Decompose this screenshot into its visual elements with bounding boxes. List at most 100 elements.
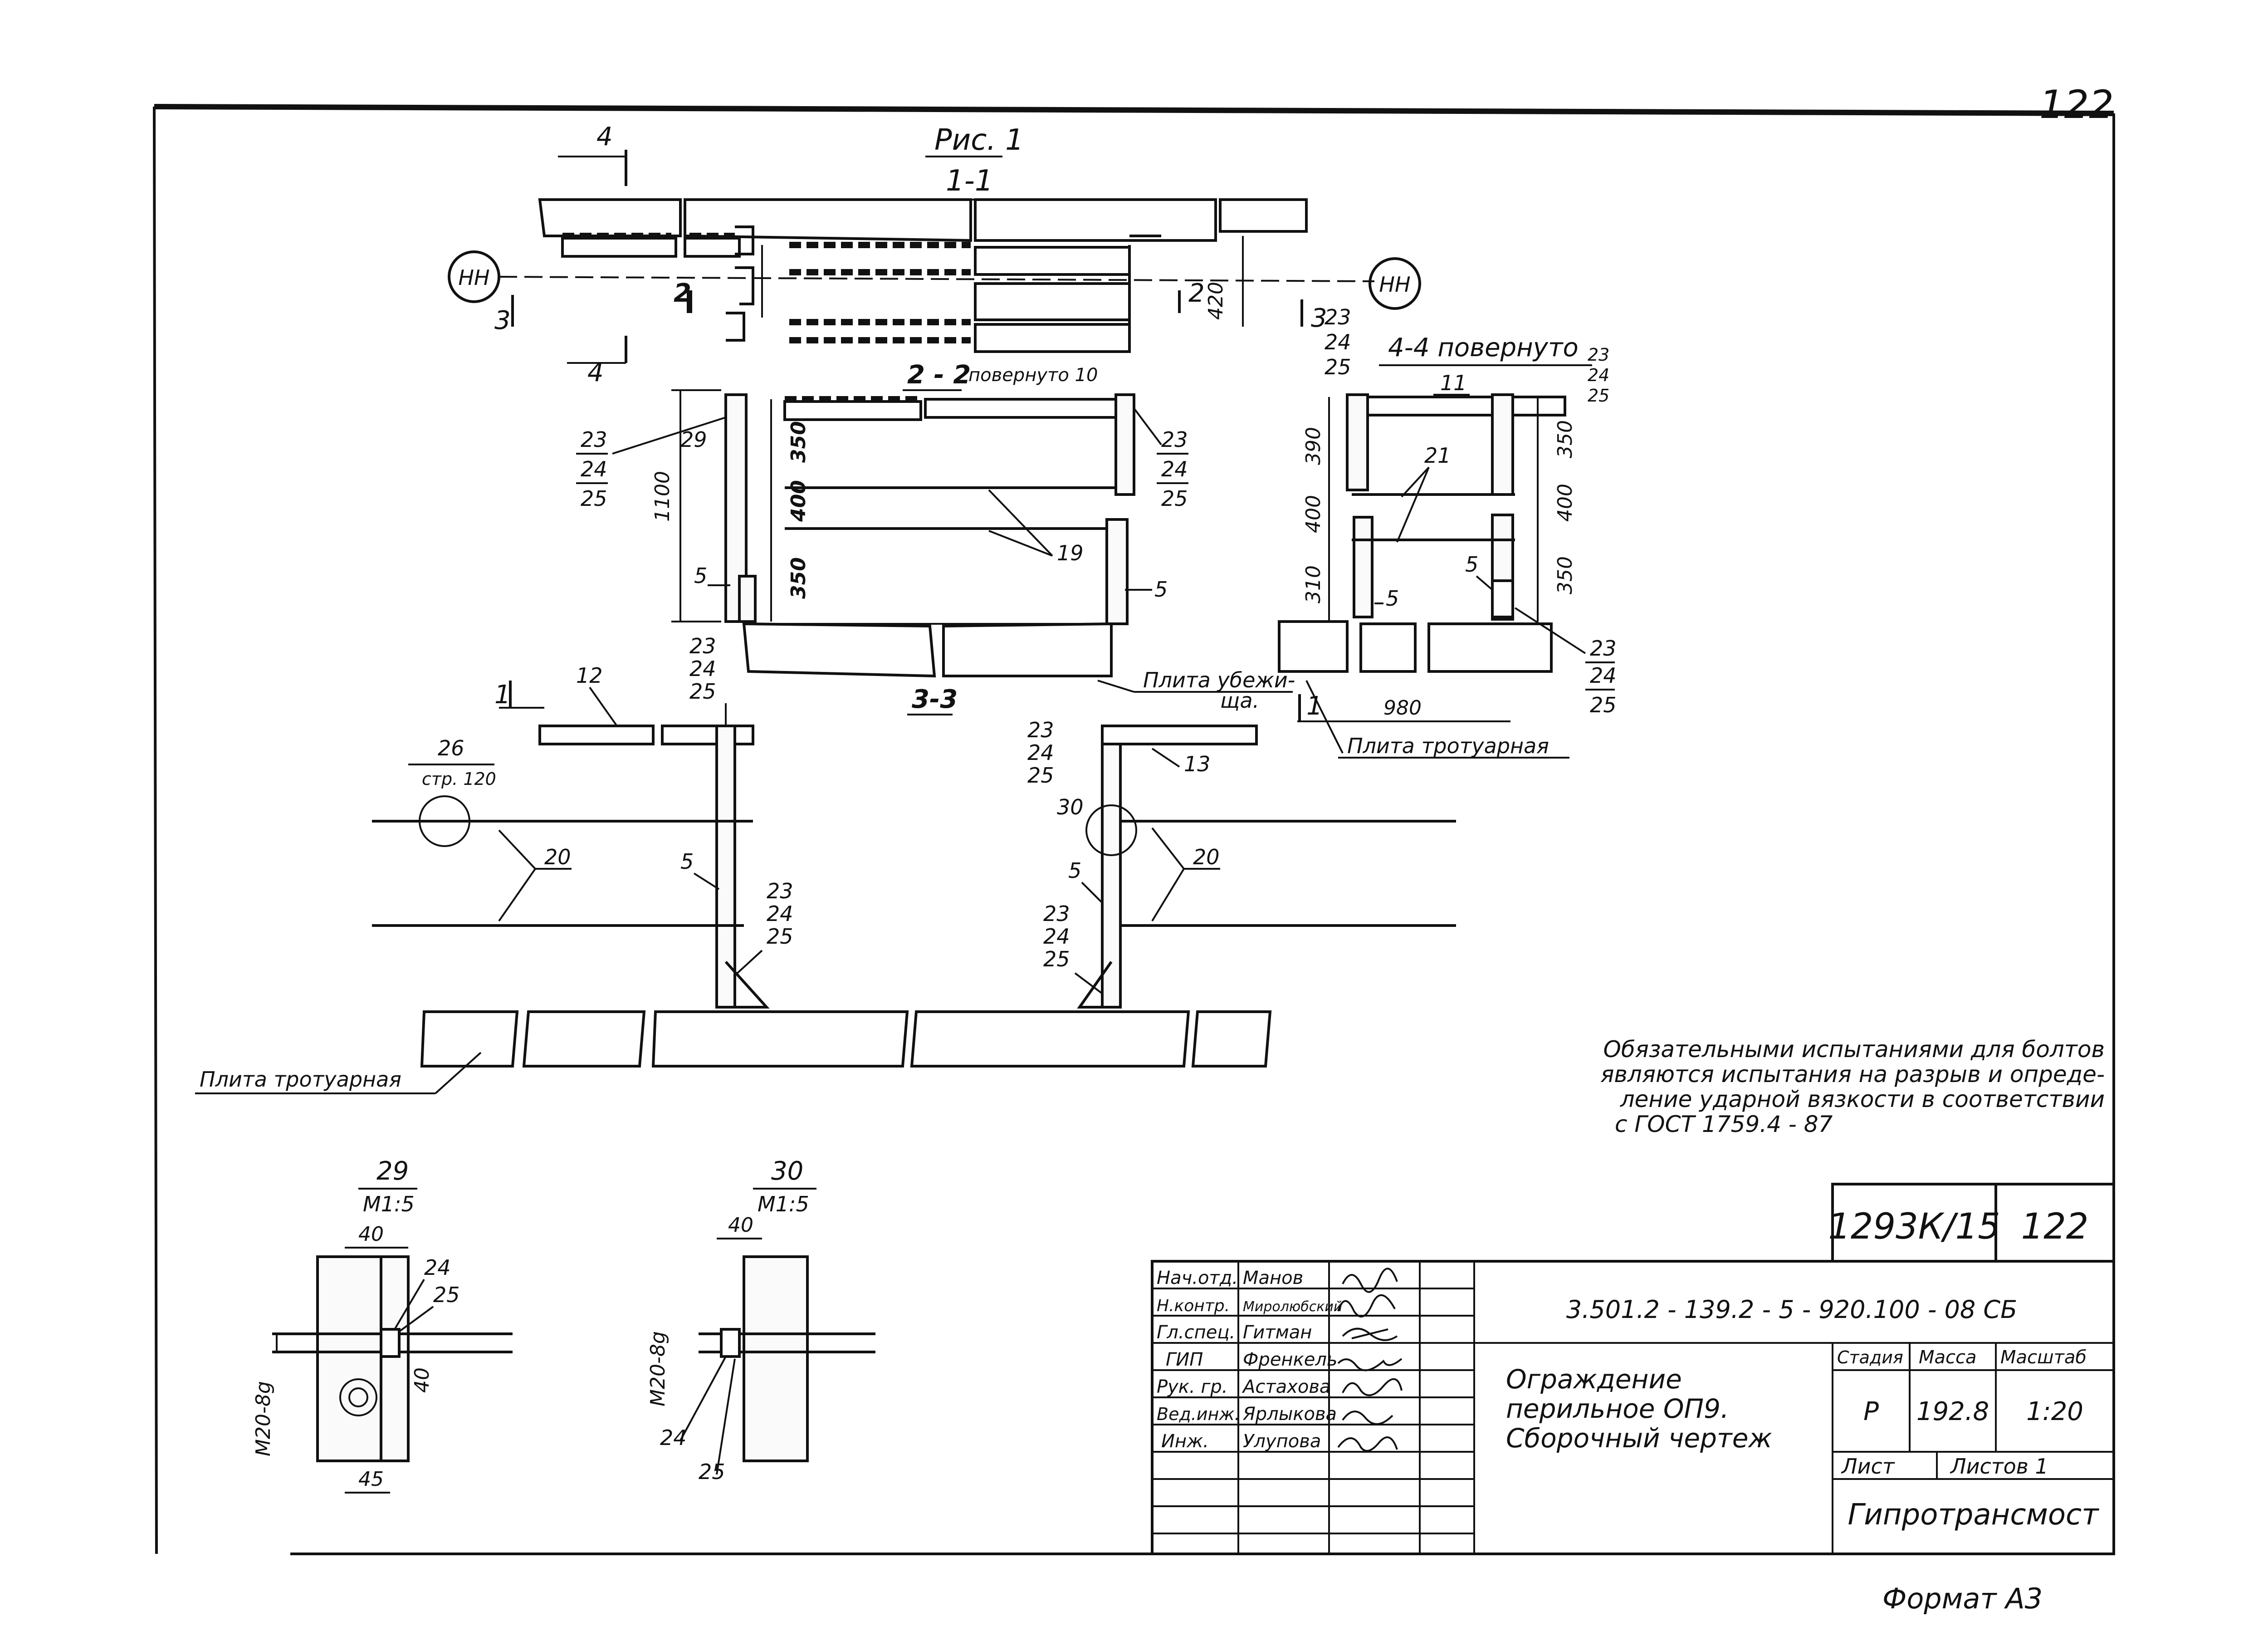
callout-5-b: 5 [1154, 577, 1168, 602]
callout-5-d: 5 [1465, 552, 1478, 577]
section-1-1: Рис. 1 1-1 4 НН НН [448, 122, 1421, 387]
note-line-4: с ГОСТ 1759.4 - 87 [1615, 1111, 1833, 1137]
callout-24-b: 24 [1161, 457, 1188, 481]
signer-role-2: Н.контр. [1157, 1297, 1230, 1315]
callout-24-i: 24 [1043, 924, 1070, 949]
dim-400-b: 400 [1302, 495, 1325, 533]
callout-24-g: 24 [767, 901, 793, 926]
section-3-3-title: 3-3 [912, 685, 958, 714]
mass-header: Масса [1919, 1347, 1977, 1368]
cut-mark-4-top: 4 [596, 122, 613, 152]
mass-value: 192.8 [1916, 1397, 1989, 1426]
callout-29: 29 [680, 427, 707, 452]
callout-23-h: 23 [1027, 718, 1054, 742]
dim-350-a: 350 [787, 421, 810, 463]
title-line-1: Ограждение [1506, 1364, 1682, 1395]
callout-20-a: 20 [544, 845, 571, 869]
callout-23-e: 23 [1590, 636, 1617, 661]
callout-23-a: 23 [581, 427, 607, 452]
callout-23-f: 23 [689, 634, 716, 658]
detail-30-scale: М1:5 [758, 1192, 809, 1216]
signature-scribbles [1337, 1268, 1403, 1452]
callout-12: 12 [576, 663, 603, 688]
callout-5-f: 5 [1068, 858, 1081, 883]
cut-mark-3-left: 3 [494, 306, 511, 335]
detail-29: 29 М1:5 40 24 25 40 45 М20-8g [252, 1156, 513, 1494]
note-line-2: являются испытания на разрыв и опреде- [1600, 1061, 2105, 1087]
signer-name-4: Френкель [1243, 1349, 1338, 1370]
callout-23-b: 23 [1161, 427, 1188, 452]
signer-name-5: Астахова [1242, 1376, 1330, 1397]
section-2-2: 2 - 2 повернуто 10 1100 29 23 24 25 5 35… [576, 360, 1295, 715]
callout-25-b: 25 [1161, 486, 1188, 511]
detail-29-dim-45: 45 [358, 1468, 384, 1491]
general-note: Обязательными испытаниями для болтов явл… [1600, 1036, 2105, 1137]
section-4-4-title: 4-4 повернуто [1388, 333, 1579, 362]
title-line-3: Сборочный чертеж [1506, 1423, 1772, 1454]
callout-24-d: 24 [1588, 365, 1609, 385]
section-2-2-title: 2 - 2 [907, 360, 971, 390]
format-label: Формат А3 [1882, 1582, 2043, 1615]
callout-20-b: 20 [1193, 845, 1220, 869]
detail-29-dim-40-right: 40 [411, 1367, 434, 1393]
dim-350-c: 350 [1554, 420, 1577, 458]
signer-name-2: Миролюбский [1243, 1299, 1342, 1315]
callout-23-d: 23 [1588, 345, 1609, 365]
nn-right: НН [1379, 272, 1410, 297]
callout-25-f: 25 [689, 679, 716, 704]
detail-29-callout-24: 24 [424, 1255, 451, 1280]
dim-350-b: 350 [787, 557, 810, 599]
detail-29-dim-40-top: 40 [358, 1223, 384, 1246]
dim-420: 420 [1204, 282, 1227, 320]
page-number: 122 [2039, 82, 2114, 127]
dim-390: 390 [1302, 427, 1325, 465]
detail-29-callout-25: 25 [433, 1283, 460, 1307]
callout-5-a: 5 [694, 563, 707, 588]
callout-25-e: 25 [1590, 693, 1617, 717]
callout-19: 19 [1057, 541, 1084, 565]
callout-21: 21 [1424, 443, 1451, 468]
stage-header: Стадия [1837, 1347, 1903, 1367]
project-code: 1293К/15 [1828, 1206, 2000, 1247]
detail-29-num: 29 [376, 1156, 409, 1186]
signer-role-5: Рук. гр. [1157, 1376, 1228, 1397]
callout-5-e: 5 [680, 849, 694, 874]
dim-1100: 1100 [651, 471, 674, 522]
scale-header: Масштаб [2000, 1347, 2087, 1368]
callout-24-a: 24 [581, 457, 607, 481]
callout-30: 30 [1057, 795, 1084, 819]
callout-25-c: 25 [1325, 355, 1351, 379]
section-2-2-note: повернуто 10 [968, 365, 1098, 386]
ref-26-page: стр. 120 [422, 769, 496, 789]
page-frame [153, 104, 2115, 1555]
cut-mark-2-right: 2 [1188, 279, 1205, 308]
callout-25-h: 25 [1027, 763, 1054, 788]
detail-30-dim-40: 40 [728, 1214, 753, 1237]
callout-24-c: 24 [1325, 330, 1351, 354]
project-sheet-no: 122 [2021, 1206, 2089, 1247]
doc-code: 3.501.2 - 139.2 - 5 - 920.100 - 08 СБ [1566, 1295, 2017, 1324]
callout-5-c: 5 [1386, 586, 1399, 611]
section-1-1-title: 1-1 [946, 164, 993, 198]
cut-mark-3-right: 3 [1311, 304, 1327, 333]
dim-350-d: 350 [1554, 556, 1577, 594]
signer-role-7: Инж. [1161, 1431, 1209, 1452]
detail-30: 30 М1:5 40 М20-8g 24 25 [646, 1156, 875, 1484]
detail-30-callout-25: 25 [699, 1460, 725, 1484]
signer-name-3: Гитман [1243, 1322, 1312, 1343]
callout-25-d: 25 [1588, 386, 1609, 406]
signer-name-1: Манов [1243, 1268, 1303, 1288]
signer-name-6: Ярлыкова [1242, 1404, 1337, 1425]
callout-23-c: 23 [1325, 305, 1351, 329]
ref-26: 26 [438, 736, 464, 760]
callout-25-g: 25 [767, 924, 793, 949]
scale-value: 1:20 [2026, 1397, 2083, 1426]
figure-title: Рис. 1 [934, 123, 1024, 157]
dim-400-a: 400 [787, 480, 810, 522]
cut-mark-1-left: 1 [494, 680, 511, 710]
callout-11: 11 [1440, 371, 1467, 395]
callout-13: 13 [1184, 752, 1211, 776]
detail-29-bolt: М20-8g [252, 1381, 275, 1456]
signer-role-1: Нач.отд. [1157, 1268, 1238, 1288]
